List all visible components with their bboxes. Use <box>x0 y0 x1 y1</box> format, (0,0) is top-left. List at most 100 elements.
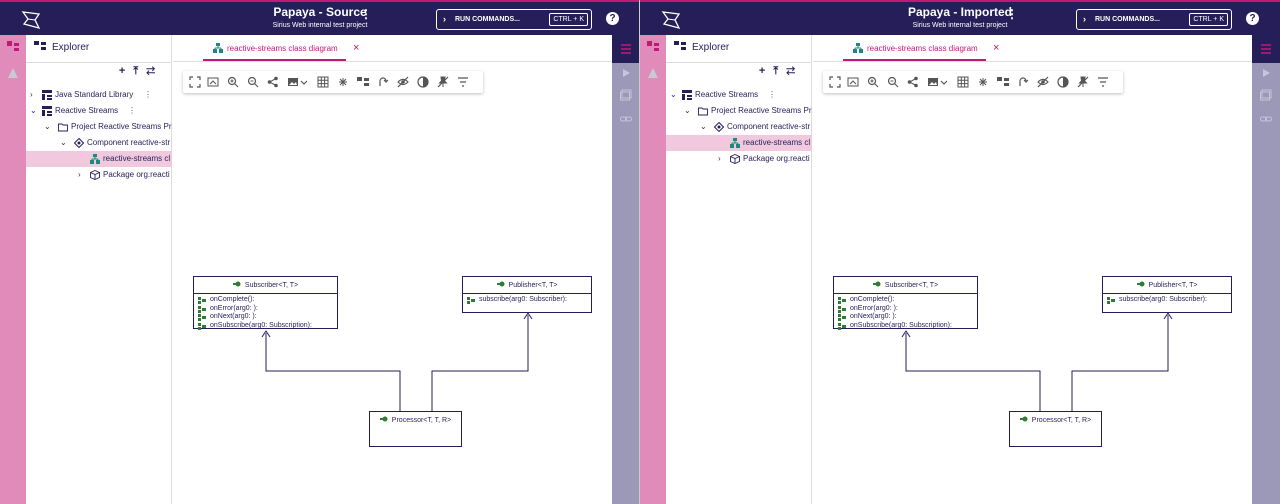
add-icon[interactable]: + <box>758 65 774 77</box>
class-node-subscriber[interactable]: Subscriber<T, T> onComplete(): onError(a… <box>833 276 978 331</box>
reset-icon[interactable] <box>1017 76 1029 88</box>
unpin-icon[interactable] <box>1077 76 1089 88</box>
link-icon[interactable] <box>1260 113 1272 125</box>
add-icon[interactable]: + <box>118 65 134 77</box>
tree-item-project[interactable]: ⌄ Project Reactive Streams Pr <box>666 103 812 119</box>
chevron-right-icon[interactable]: › <box>30 90 33 99</box>
unpin-icon[interactable] <box>437 76 449 88</box>
operation[interactable]: onError(arg0: ): <box>198 305 333 314</box>
grid-icon[interactable] <box>957 76 969 88</box>
hide-icon[interactable] <box>1037 76 1049 88</box>
tree-item-package[interactable]: › Package org.reacti <box>666 151 812 167</box>
tree-item-component[interactable]: ⌄ Component reactive-str <box>666 119 812 135</box>
snap-to-grid-icon[interactable] <box>337 76 349 88</box>
zoom-out-icon[interactable] <box>247 76 259 88</box>
sirius-logo-icon[interactable] <box>660 9 682 31</box>
menu-icon[interactable] <box>620 43 632 55</box>
operation[interactable]: onNext(arg0: ): <box>838 313 973 322</box>
more-icon[interactable]: ⋮ <box>128 106 136 115</box>
operation[interactable]: onSubscribe(arg0: Subscription): <box>838 322 973 331</box>
sirius-logo-icon[interactable] <box>20 9 42 31</box>
upload-icon[interactable]: ⤒ <box>773 65 787 77</box>
fit-to-screen-icon[interactable] <box>829 76 841 88</box>
zoom-in-icon[interactable] <box>867 76 879 88</box>
filter-icon[interactable] <box>1097 76 1109 88</box>
tree-item-component[interactable]: ⌄ Component reactive-str <box>26 135 172 151</box>
run-commands-button[interactable]: › RUN COMMANDS... CTRL + K <box>1076 9 1232 30</box>
tree-item-class-diagram[interactable]: reactive-streams cl <box>26 151 172 167</box>
export-image-icon[interactable] <box>927 76 939 88</box>
project-menu-icon[interactable]: ⋮ <box>360 7 372 21</box>
tree-item-project[interactable]: ⌄ Project Reactive Streams Pr <box>26 119 172 135</box>
chevron-right-icon[interactable]: › <box>78 170 81 179</box>
chevron-down-icon[interactable]: ⌄ <box>700 122 707 131</box>
contrast-icon[interactable] <box>417 76 429 88</box>
hide-icon[interactable] <box>397 76 409 88</box>
export-image-icon[interactable] <box>287 76 299 88</box>
class-node-subscriber[interactable]: Subscriber<T, T> onComplete(): onError(a… <box>193 276 338 331</box>
class-node-publisher[interactable]: Publisher<T, T> subscribe(arg0: Subscrib… <box>462 276 592 313</box>
operation[interactable]: onComplete(): <box>838 296 973 305</box>
operation[interactable]: onNext(arg0: ): <box>198 313 333 322</box>
snap-to-grid-icon[interactable] <box>977 76 989 88</box>
help-icon[interactable]: ? <box>606 12 619 25</box>
validation-icon[interactable] <box>7 67 19 79</box>
grid-icon[interactable] <box>317 76 329 88</box>
tree-item-label: Component reactive-str <box>87 138 171 147</box>
chevron-down-icon[interactable]: ⌄ <box>60 138 67 147</box>
project-menu-icon[interactable]: ⋮ <box>1006 7 1018 21</box>
link-icon[interactable] <box>620 113 632 125</box>
arrange-all-icon[interactable] <box>847 76 859 88</box>
class-node-publisher[interactable]: Publisher<T, T> subscribe(arg0: Subscrib… <box>1102 276 1232 313</box>
close-icon[interactable]: × <box>993 42 1000 54</box>
run-commands-button[interactable]: › RUN COMMANDS... CTRL + K <box>436 9 592 30</box>
tree-item-reactive-streams[interactable]: ⌄ Reactive Streams ⋮ <box>26 103 172 119</box>
sync-icon[interactable]: ⇄ <box>146 65 163 77</box>
chevron-down-icon[interactable] <box>300 76 308 88</box>
chevron-down-icon[interactable]: ⌄ <box>684 106 691 115</box>
explorer-view-icon[interactable] <box>647 41 659 53</box>
tree-item-reactive-streams[interactable]: ⌄ Reactive Streams ⋮ <box>666 87 812 103</box>
layout-icon[interactable] <box>357 76 369 88</box>
tree-item-class-diagram[interactable]: reactive-streams cl <box>666 135 812 151</box>
explorer-view-icon[interactable] <box>7 41 19 53</box>
zoom-in-icon[interactable] <box>227 76 239 88</box>
help-icon[interactable]: ? <box>1246 12 1259 25</box>
close-icon[interactable]: × <box>353 42 360 54</box>
play-icon[interactable] <box>620 67 632 79</box>
chevron-down-icon[interactable]: ⌄ <box>44 122 51 131</box>
sync-icon[interactable]: ⇄ <box>786 65 803 77</box>
zoom-out-icon[interactable] <box>887 76 899 88</box>
class-node-processor[interactable]: Processor<T, T, R> <box>369 411 462 447</box>
operation[interactable]: onSubscribe(arg0: Subscription): <box>198 322 333 331</box>
layout-icon[interactable] <box>997 76 1009 88</box>
chevron-down-icon[interactable]: ⌄ <box>670 90 677 99</box>
menu-icon[interactable] <box>1260 43 1272 55</box>
filter-icon[interactable] <box>457 76 469 88</box>
fit-to-screen-icon[interactable] <box>189 76 201 88</box>
operation[interactable]: onError(arg0: ): <box>838 305 973 314</box>
diagram-canvas[interactable]: Subscriber<T, T> onComplete(): onError(a… <box>173 105 611 504</box>
chevron-down-icon[interactable] <box>940 76 948 88</box>
tree-item-package[interactable]: › Package org.reacti <box>26 167 172 183</box>
operation[interactable]: subscribe(arg0: Subscriber): <box>1107 296 1227 305</box>
play-icon[interactable] <box>1260 67 1272 79</box>
more-icon[interactable]: ⋮ <box>144 90 152 99</box>
operation[interactable]: onComplete(): <box>198 296 333 305</box>
validation-icon[interactable] <box>647 67 659 79</box>
chevron-down-icon[interactable]: ⌄ <box>30 106 37 115</box>
diagram-canvas[interactable]: Subscriber<T, T> onComplete(): onError(a… <box>813 105 1251 504</box>
share-icon[interactable] <box>267 76 279 88</box>
more-icon[interactable]: ⋮ <box>768 90 776 99</box>
reset-icon[interactable] <box>377 76 389 88</box>
contrast-icon[interactable] <box>1057 76 1069 88</box>
arrange-all-icon[interactable] <box>207 76 219 88</box>
upload-icon[interactable]: ⤒ <box>133 65 147 77</box>
gallery-icon[interactable] <box>620 89 632 101</box>
operation[interactable]: subscribe(arg0: Subscriber): <box>467 296 587 305</box>
gallery-icon[interactable] <box>1260 89 1272 101</box>
share-icon[interactable] <box>907 76 919 88</box>
tree-item-java-standard-library[interactable]: › Java Standard Library ⋮ <box>26 87 172 103</box>
chevron-right-icon[interactable]: › <box>718 154 721 163</box>
class-node-processor[interactable]: Processor<T, T, R> <box>1009 411 1102 447</box>
